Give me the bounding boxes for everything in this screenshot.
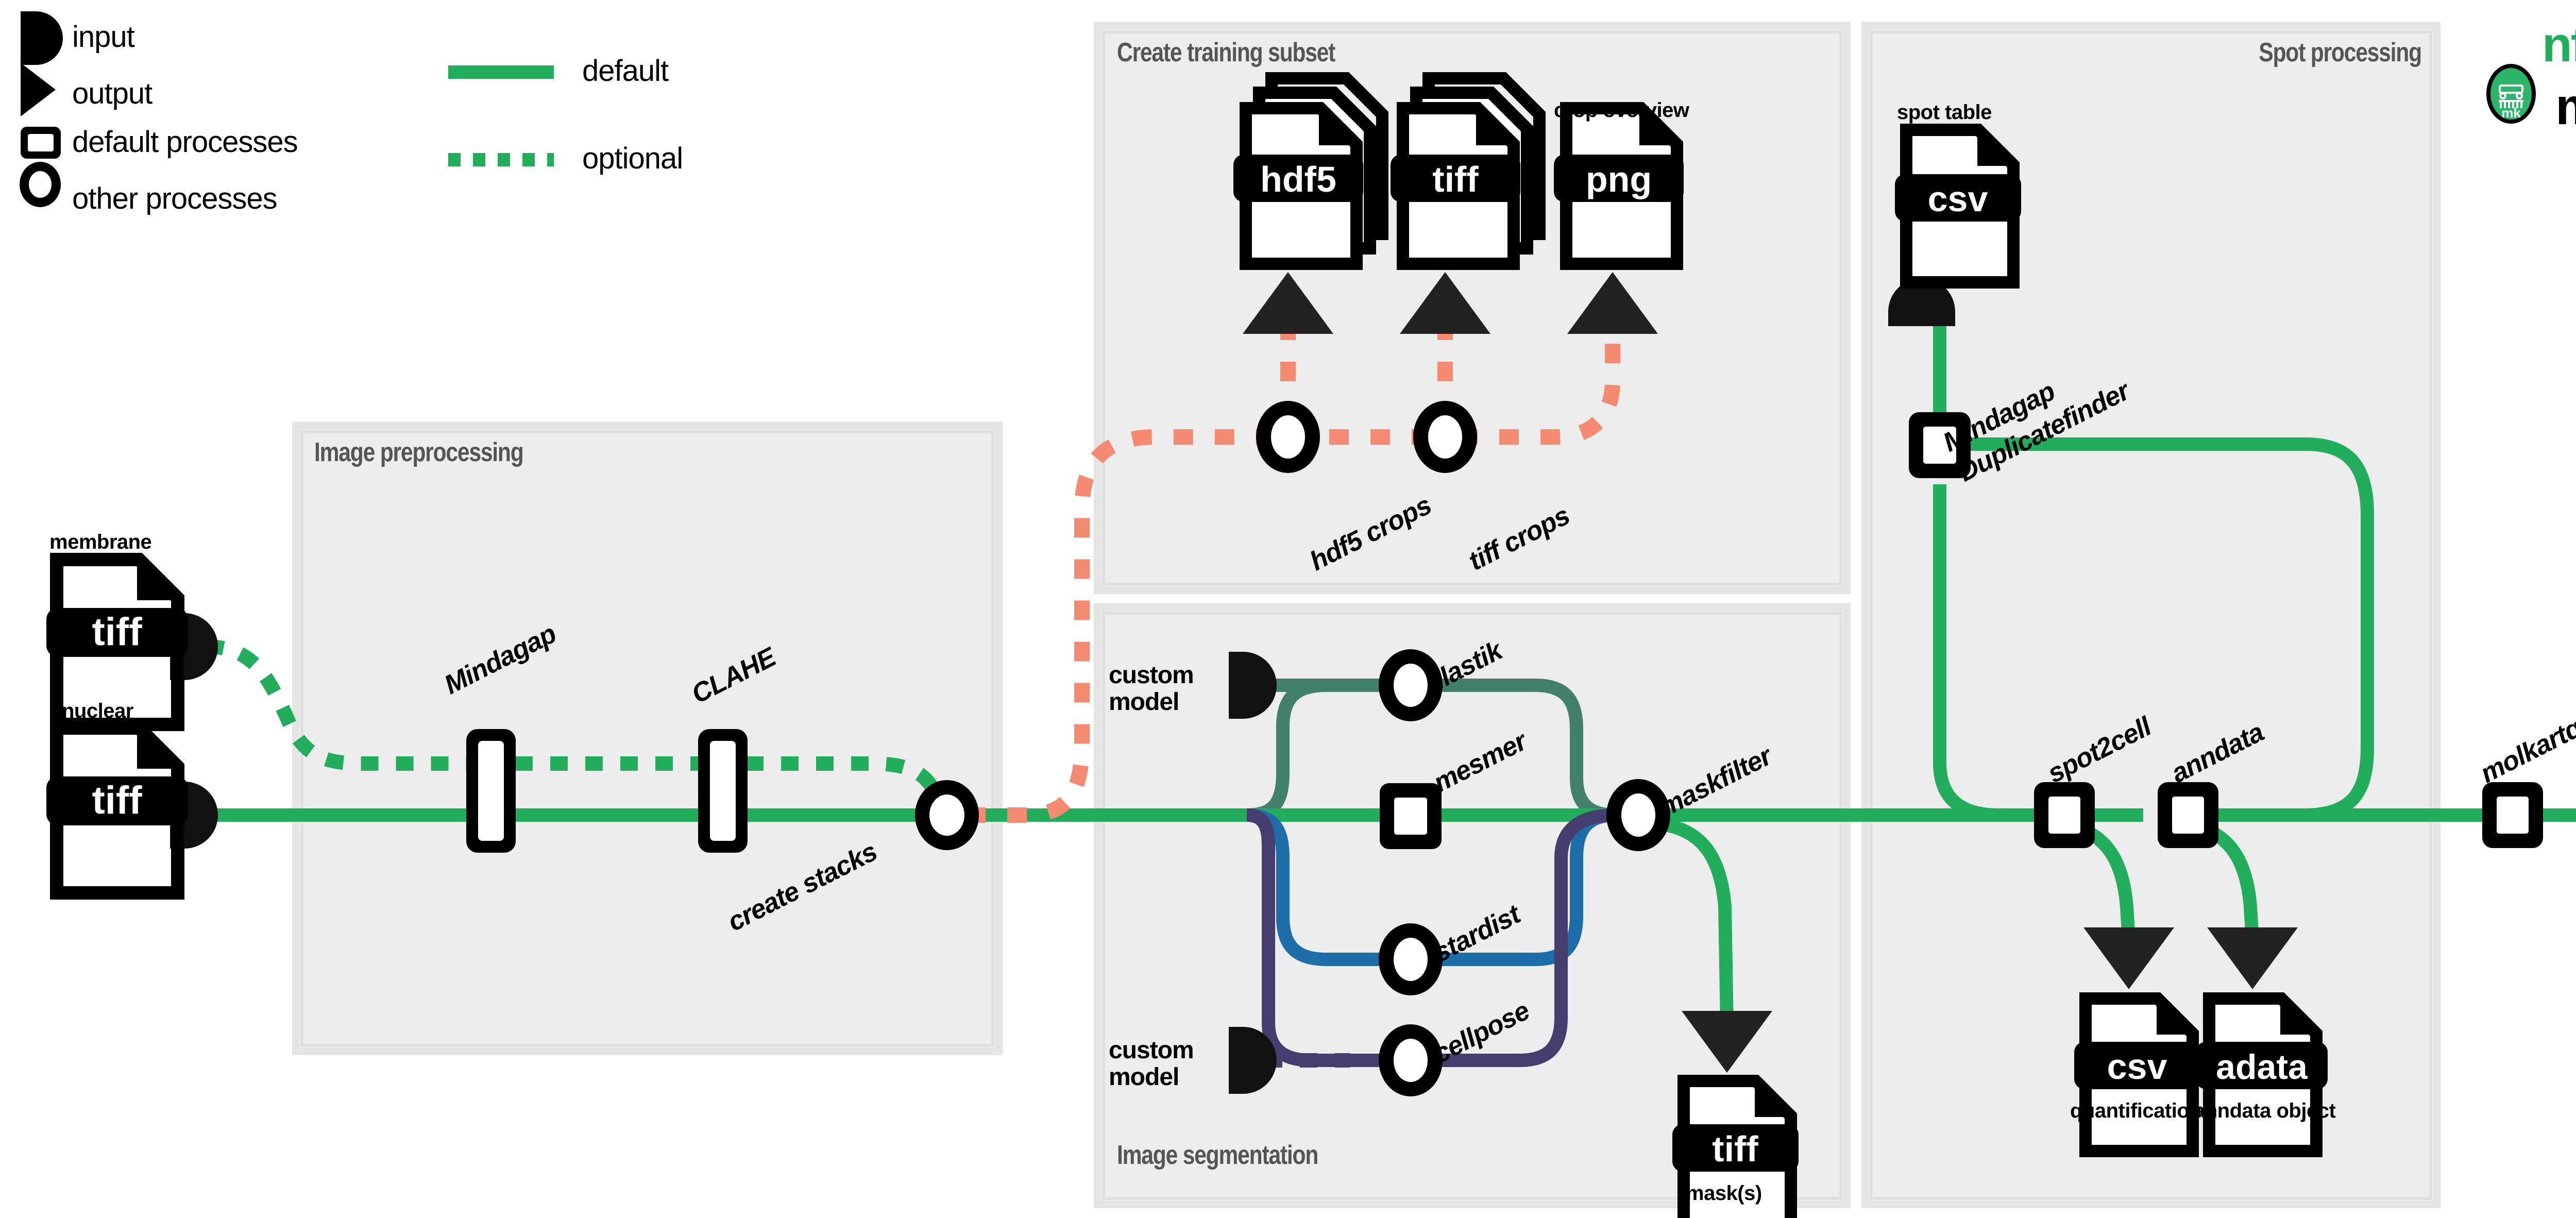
edge-membrane-optional (206, 639, 466, 771)
output-triangle-icon (1682, 1011, 1772, 1073)
file-ext-png: png (1586, 159, 1652, 199)
file-caption-quantification: quantification (2070, 1099, 2202, 1122)
input-halfcircle-icon (1229, 1027, 1277, 1094)
output-triangle-icon (1243, 272, 1333, 334)
edge-createstacks-to-crops (966, 429, 1278, 823)
file-ext-tiff: tiff (1712, 1129, 1758, 1169)
panel-title-create-training-subset: Create training subset (1117, 38, 1335, 67)
input-halfcircle-icon (1229, 652, 1277, 719)
logo-org-text: nf-core/ (2542, 17, 2576, 72)
panel-title-spot-processing: Spot processing (2259, 38, 2422, 67)
output-triangle-icon (2207, 927, 2298, 989)
file-ext-csv: csv (1928, 179, 1988, 219)
legend-label-default-processes: default processes (72, 125, 298, 159)
file-ext-tiff: tiff (1432, 159, 1479, 199)
file-caption-nuclear: nuclear (62, 700, 133, 722)
edge-dup-down-to-main (1933, 484, 1999, 822)
output-triangle-icon (2083, 927, 2174, 989)
file-icon-hdf5-stack (1233, 72, 1388, 270)
edge-maskfilter-to-mask (1660, 818, 1734, 1026)
panel-title-image-segmentation: Image segmentation (1117, 1140, 1318, 1170)
logo-pipeline-text: molkart (2555, 77, 2576, 137)
input-halfcircle-icon (1888, 278, 1955, 326)
file-caption-crop-overview: crop overview (1554, 99, 1689, 122)
legend-label-line-default: default (582, 54, 669, 88)
edge-crops-row-2 (1458, 325, 1620, 445)
file-icon-membrane-tiff (46, 553, 188, 731)
file-icon-anndata-adata (2196, 992, 2328, 1157)
file-ext-tiff: tiff (92, 779, 142, 822)
file-ext-hdf5: hdf5 (1260, 159, 1336, 199)
file-icon-mask-tiff (1672, 1075, 1799, 1218)
input-label-custom-model-ilastik: custom model (1109, 662, 1194, 716)
legend-label-other-processes: other processes (72, 182, 278, 215)
file-icon-tiff-stack (1391, 72, 1546, 270)
legend-label-output: output (72, 77, 152, 110)
file-icon-spot-table-csv (1895, 124, 2021, 289)
input-label-custom-model-cellpose: custom model (1109, 1037, 1194, 1091)
file-caption-membrane: membrane (49, 531, 152, 553)
file-ext-tiff: tiff (92, 610, 142, 654)
output-triangle-icon (1400, 272, 1490, 334)
file-ext-adata: adata (2216, 1047, 2308, 1087)
panel-title-image-preprocessing: Image preprocessing (314, 437, 524, 467)
molkart-badge-icon: mk (2486, 64, 2536, 124)
file-icon-nuclear-tiff (46, 721, 188, 900)
output-triangle-icon (1567, 272, 1658, 334)
edge-cellpose-in (1246, 808, 1386, 1067)
input-halfcircle-icon (21, 11, 63, 65)
edge-cellpose-out (1435, 808, 1616, 1067)
file-icon-png (1554, 102, 1684, 270)
legend-label-input: input (72, 20, 135, 54)
file-icon-quantification-csv (2074, 992, 2200, 1157)
output-triangle-icon (21, 63, 56, 116)
svg-text:mk: mk (2501, 105, 2521, 121)
file-caption-spot-table: spot table (1897, 101, 1992, 124)
file-caption-anndata-object: anndata object (2194, 1099, 2336, 1122)
file-caption-masks: mask(s) (1686, 1182, 1762, 1205)
legend-label-line-optional: optional (582, 142, 683, 175)
file-ext-csv: csv (2107, 1046, 2167, 1087)
